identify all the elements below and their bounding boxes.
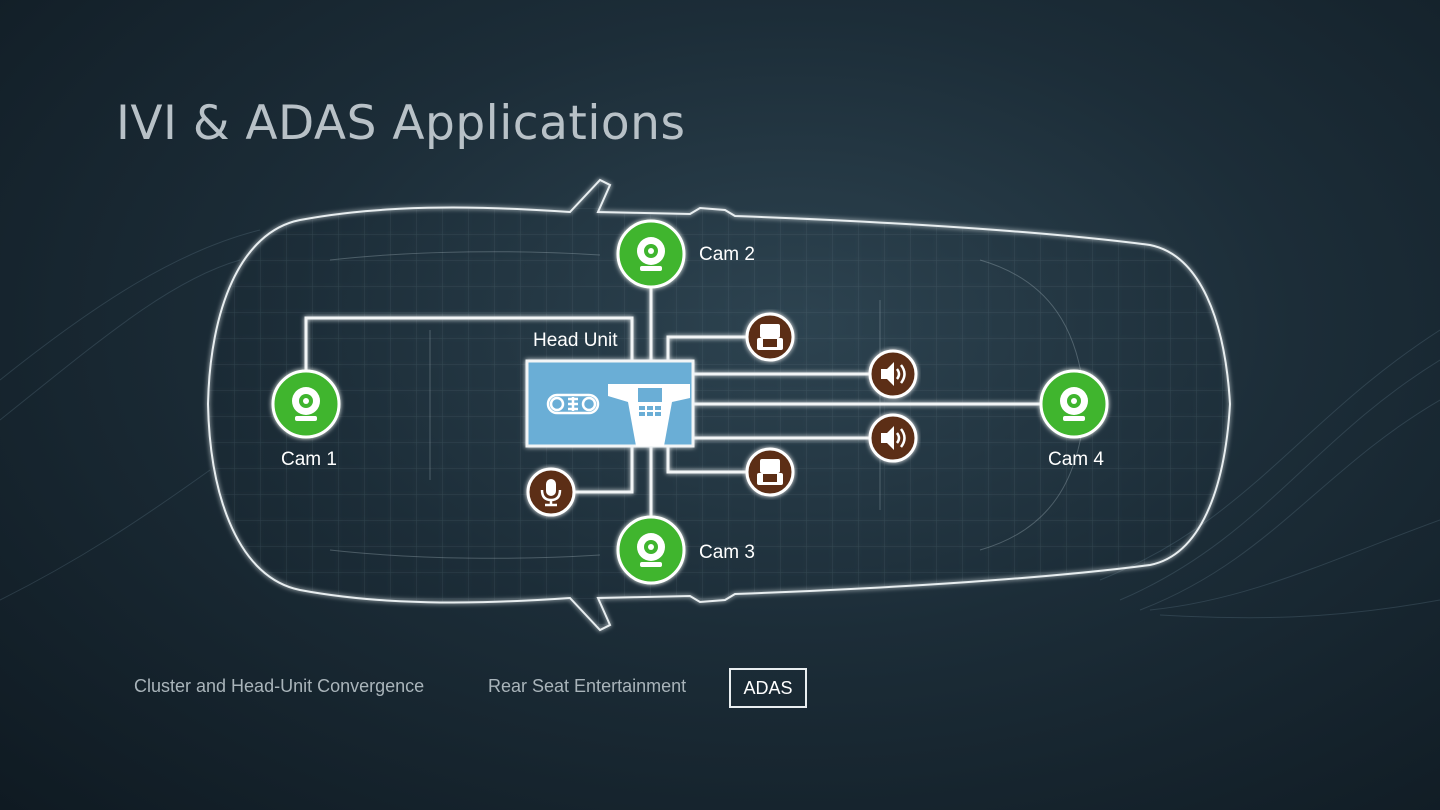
tab-cluster-head-unit-convergence[interactable]: Cluster and Head-Unit Convergence	[134, 676, 425, 696]
head-unit-label: Head Unit	[533, 330, 618, 351]
cam-1-label: Cam 1	[281, 449, 337, 470]
microphone-icon	[540, 479, 562, 507]
seat-node[interactable]	[745, 312, 795, 362]
webcam-icon	[1060, 387, 1088, 421]
cam-4-label: Cam 4	[1048, 449, 1104, 470]
instrument-cluster-icon	[546, 393, 600, 415]
camera-1[interactable]	[271, 369, 341, 439]
microphone-node[interactable]	[526, 467, 576, 517]
webcam-icon	[637, 533, 665, 567]
camera-4[interactable]	[1039, 369, 1109, 439]
cam-3-label: Cam 3	[699, 542, 755, 563]
webcam-icon	[292, 387, 320, 421]
tab-rear-seat-entertainment[interactable]: Rear Seat Entertainment	[488, 676, 687, 696]
connection-lines	[304, 288, 1040, 516]
seat-icon	[757, 459, 783, 485]
camera-3[interactable]	[616, 515, 686, 585]
background-waves	[0, 229, 1440, 619]
speaker-node[interactable]	[868, 413, 918, 463]
head-unit[interactable]	[525, 359, 695, 448]
page-title: IVI & ADAS Applications	[116, 96, 686, 151]
seat-node[interactable]	[745, 447, 795, 497]
speaker-icon	[881, 426, 906, 450]
camera-2[interactable]	[616, 219, 686, 289]
webcam-icon	[637, 237, 665, 271]
speaker-icon	[881, 362, 906, 386]
speaker-node[interactable]	[868, 349, 918, 399]
dashboard-icon	[608, 384, 690, 446]
cam-2-label: Cam 2	[699, 244, 755, 265]
tab-adas[interactable]: ADAS	[729, 668, 807, 708]
seat-icon	[757, 324, 783, 350]
